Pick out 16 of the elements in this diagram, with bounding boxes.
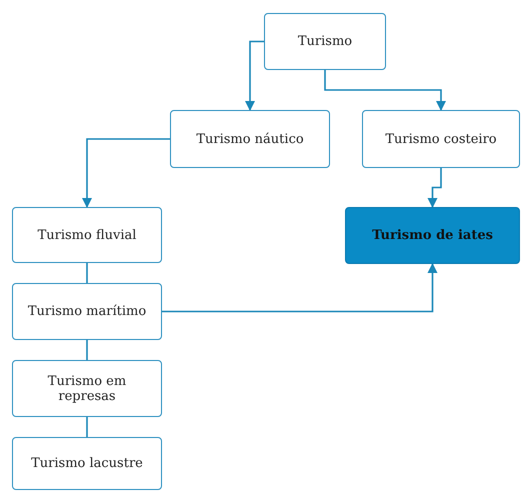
arrow xyxy=(324,70,446,111)
process-box: Turismo náutico xyxy=(170,110,330,168)
arrow xyxy=(428,168,442,208)
arrow xyxy=(162,263,438,312)
arrow xyxy=(245,40,264,111)
process-box: Turismo marítimo xyxy=(12,283,162,340)
process-box: Turismo xyxy=(264,13,386,70)
connector-line xyxy=(86,340,88,360)
process-box: Turismo lacustre xyxy=(12,437,162,490)
process-box: Turismo costeiro xyxy=(362,110,520,168)
arrow xyxy=(82,138,170,208)
process-box: Turismo em represas xyxy=(12,360,162,417)
highlighted-box: Turismo de iates xyxy=(345,207,520,264)
connector-line xyxy=(86,263,88,283)
process-box: Turismo fluvial xyxy=(12,207,162,263)
connector-line xyxy=(86,417,88,437)
